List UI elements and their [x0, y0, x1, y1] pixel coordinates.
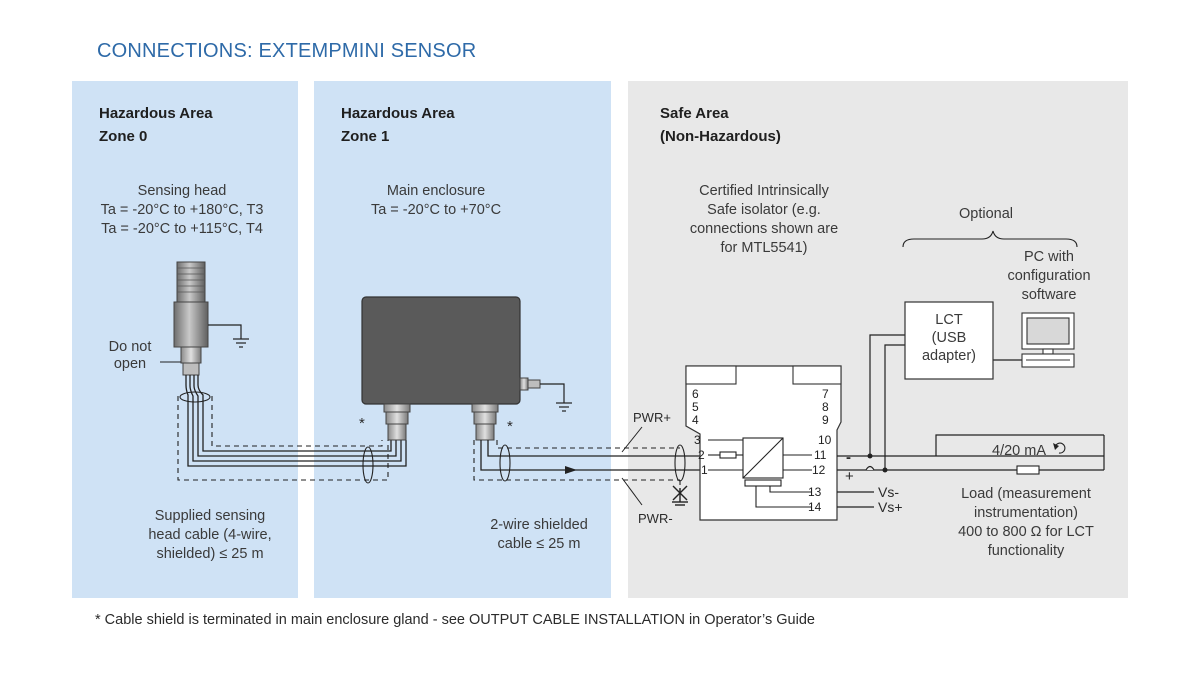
pwr-plus-pointer — [621, 426, 643, 453]
lct-box — [904, 301, 994, 380]
loop-arrow-icon — [1055, 442, 1066, 454]
signal-label: 4/20 mA — [992, 443, 1046, 459]
zone-0-line1: Hazardous Area — [99, 105, 213, 122]
safe-area-line1: Safe Area — [660, 105, 729, 122]
lct-line1: LCT — [935, 312, 963, 328]
head-cable-shield — [177, 396, 389, 481]
output-cable-wires — [480, 440, 700, 471]
head-cable-line2: head cable (4-wire, — [148, 527, 272, 543]
load-line1: Load (measurement — [961, 486, 1091, 502]
pwr-plus-label: PWR+ — [633, 410, 671, 425]
output-cable-line1: 2-wire shielded — [490, 517, 588, 533]
sensing-head-t4: Ta = -20°C to +115°C, T4 — [101, 221, 263, 237]
pc-line1: PC with — [1024, 249, 1074, 265]
load-resistor-icon — [1016, 465, 1040, 475]
head-cable-line1: Supplied sensing — [154, 508, 266, 524]
safe-area-label: Safe Area (Non-Hazardous) — [660, 102, 781, 148]
output-cable-description: 2-wire shielded cable ≤ 25 m — [444, 516, 634, 554]
current-arrow — [565, 466, 577, 474]
head-cable-line3: shielded) ≤ 25 m — [156, 546, 264, 562]
optional-label: Optional — [958, 206, 1013, 222]
zone-1-line2: Zone 1 — [341, 128, 390, 145]
output-cable-shield — [473, 440, 681, 492]
page-title: CONNECTIONS: EXTEMPMINI SENSOR — [97, 40, 477, 62]
output-cable-shield-ring — [499, 444, 511, 482]
isolator-line1: Certified Intrinsically — [699, 183, 829, 199]
polarity-minus: - — [846, 449, 851, 466]
do-not-open-line1: Do not — [108, 339, 152, 355]
main-enclosure — [361, 296, 541, 441]
pc-icon — [1021, 312, 1075, 368]
terminal-8: 8 — [822, 400, 829, 414]
main-enclosure-description: Main enclosure Ta = -20°C to +70°C — [330, 182, 542, 220]
vs-minus-label: Vs- — [878, 484, 899, 500]
lct-label: LCT (USB adapter) — [905, 311, 993, 365]
terminal-6: 6 — [692, 387, 699, 401]
load-line2: instrumentation) — [974, 505, 1078, 521]
pc-description: PC with configuration software — [992, 248, 1106, 305]
terminal-1: 1 — [701, 463, 708, 477]
isolator-line2: Safe isolator (e.g. — [707, 202, 821, 218]
sensing-head-t3: Ta = -20°C to +180°C, T3 — [100, 202, 264, 218]
isolator-line4: for MTL5541) — [720, 240, 808, 256]
safe-area-line2: (Non-Hazardous) — [660, 128, 781, 145]
terminal-11: 11 — [814, 448, 827, 462]
do-not-open-line2: open — [113, 356, 147, 372]
head-cable-shield-ring-2 — [362, 446, 374, 484]
asterisk-marker-2: * — [507, 418, 513, 435]
head-cable-description: Supplied sensing head cable (4-wire, shiel… — [100, 507, 320, 564]
terminal-14: 14 — [808, 500, 822, 514]
terminal-7: 7 — [822, 387, 829, 401]
junction-dots — [867, 453, 888, 473]
terminal-10: 10 — [818, 433, 832, 447]
main-enclosure-title: Main enclosure — [386, 183, 486, 199]
lct-line3: adapter) — [921, 348, 976, 364]
terminal-4: 4 — [692, 413, 699, 427]
safe-area-wiring — [837, 334, 1105, 508]
sensing-head-earth — [208, 324, 249, 348]
terminal-12: 12 — [812, 463, 826, 477]
pwr-minus-label: PWR- — [638, 511, 673, 526]
terminal-3: 3 — [694, 433, 701, 447]
pc-line2: configuration — [1007, 268, 1091, 284]
polarity-plus: + — [845, 468, 854, 485]
load-description: Load (measurement instrumentation) 400 to … — [930, 485, 1122, 561]
sensing-head-description: Sensing head Ta = -20°C to +180°C, T3 Ta =… — [72, 182, 292, 239]
terminal-2: 2 — [698, 448, 705, 462]
zone-1-line1: Hazardous Area — [341, 105, 455, 122]
head-cable-shield-ring — [179, 391, 211, 403]
pwr-minus-pointer — [621, 477, 643, 506]
vs-plus-label: Vs+ — [878, 499, 903, 515]
load-line3: 400 to 800 Ω for LCT — [958, 524, 1094, 540]
optional-brace — [902, 230, 1078, 248]
enclosure-earth — [540, 383, 572, 412]
shield-not-connected-mark — [672, 485, 688, 506]
main-enclosure-temp: Ta = -20°C to +70°C — [370, 202, 502, 218]
sensing-head-title: Sensing head — [137, 183, 227, 199]
pc-line3: software — [1021, 287, 1077, 303]
zone-0-line2: Zone 0 — [99, 128, 148, 145]
isolator-internal — [708, 437, 812, 508]
terminal-13: 13 — [808, 485, 822, 499]
sensing-head — [173, 261, 209, 376]
wire-crossover — [865, 465, 875, 471]
output-cable-line2: cable ≤ 25 m — [497, 536, 581, 552]
asterisk-marker-1: * — [359, 415, 365, 432]
isolator-line3: connections shown are — [689, 221, 839, 237]
output-cable-shield-ring-2 — [674, 444, 686, 482]
load-line4: functionality — [987, 543, 1065, 559]
footnote: * Cable shield is terminated in main enc… — [95, 612, 815, 628]
terminal-5: 5 — [692, 400, 699, 414]
lct-line2: (USB — [931, 330, 967, 346]
terminal-9: 9 — [822, 413, 829, 427]
